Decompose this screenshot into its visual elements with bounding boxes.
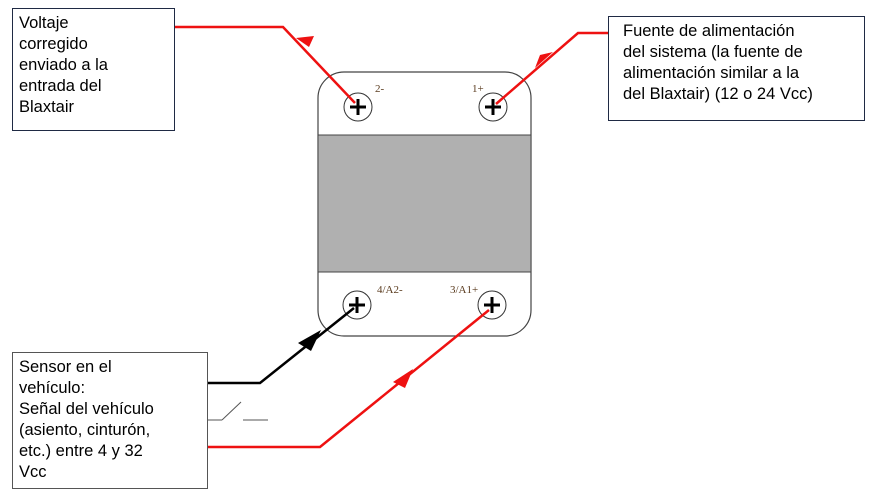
callout-line: alimentación similar a la bbox=[623, 64, 800, 82]
wire-sensor-signal bbox=[185, 309, 490, 449]
callout-line: corregido bbox=[19, 35, 88, 53]
callout-corrected-voltage: Voltaje corregido enviado a la entrada d… bbox=[12, 8, 175, 131]
callout-line: entrada del bbox=[19, 77, 102, 95]
callout-line: del sistema (la fuente de bbox=[623, 43, 803, 61]
wire-voltage-output bbox=[163, 25, 356, 104]
terminal-2-label: 2- bbox=[375, 83, 385, 95]
arrow-icon bbox=[535, 52, 553, 68]
callout-line: etc.) entre 4 y 32 bbox=[19, 442, 143, 460]
callout-line: Señal del vehículo bbox=[19, 400, 154, 418]
terminal-3-label: 3/A1+ bbox=[450, 284, 478, 296]
callout-line: Blaxtair bbox=[19, 98, 75, 116]
wire-sensor-ground bbox=[183, 307, 355, 385]
callout-line: vehículo: bbox=[19, 379, 86, 397]
callout-line: Vcc bbox=[19, 463, 47, 481]
callout-line: Voltaje bbox=[19, 14, 69, 32]
terminal-1-label: 1+ bbox=[472, 83, 484, 95]
callout-line: Sensor en el bbox=[19, 358, 112, 376]
wire-supply-input bbox=[495, 31, 608, 105]
callout-line: del Blaxtair) (12 o 24 Vcc) bbox=[623, 85, 813, 103]
arrow-icon bbox=[298, 330, 321, 351]
callout-line: enviado a la bbox=[19, 56, 108, 74]
callout-vehicle-sensor: Sensor en el vehículo: Señal del vehícul… bbox=[12, 352, 208, 489]
callout-line: (asiento, cinturón, bbox=[19, 421, 151, 439]
arrow-icon bbox=[296, 36, 314, 47]
callout-power-supply: Fuente de alimentación del sistema (la f… bbox=[608, 16, 865, 121]
terminal-4-label: 4/A2- bbox=[377, 284, 403, 296]
arrow-icon bbox=[393, 369, 413, 388]
callout-line: Fuente de alimentación bbox=[623, 22, 795, 40]
relay-label-band bbox=[317, 134, 532, 273]
